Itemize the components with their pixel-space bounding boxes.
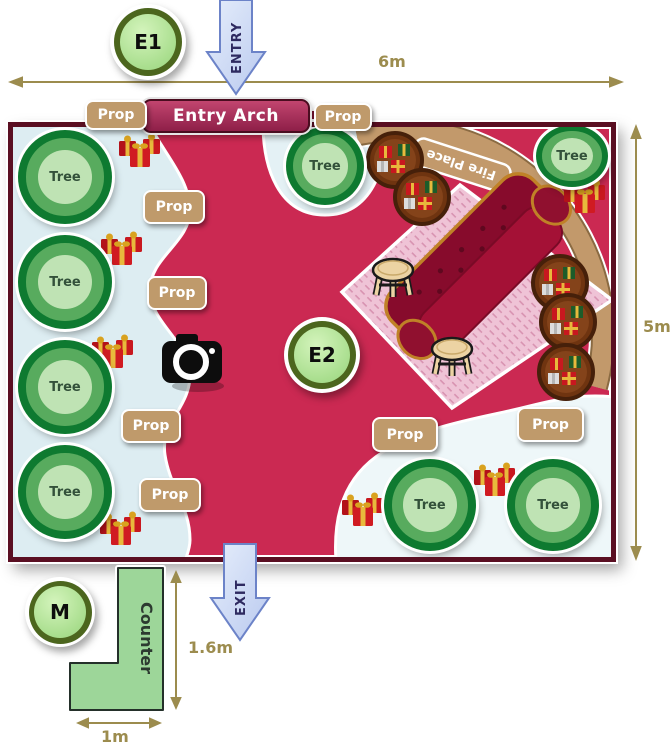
floor-area: Fire Place <box>8 122 616 562</box>
prop-label: Prop <box>132 418 170 434</box>
stool <box>432 338 472 376</box>
prop-chip: Prop <box>147 276 207 310</box>
tree-label: Tree <box>49 379 81 395</box>
floor-width-label: 6m <box>378 52 406 71</box>
tree-core: Tree <box>37 254 93 310</box>
badge-face: E2 <box>293 326 351 384</box>
prop-label: Prop <box>97 107 135 123</box>
counter-height-label: 1.6m <box>188 638 234 657</box>
entry-marker-badge: E1 <box>110 4 186 80</box>
gift-table <box>537 343 595 401</box>
tree-core: Tree <box>551 138 593 174</box>
prop-chip: Prop <box>314 103 372 131</box>
tree: Tree <box>18 445 112 539</box>
counter: Counter <box>67 565 166 713</box>
tree: Tree <box>384 459 476 551</box>
badge-label: E1 <box>134 30 162 54</box>
gift-table <box>393 168 451 226</box>
tree-label: Tree <box>49 484 81 500</box>
tree: Tree <box>18 235 112 329</box>
tree-core: Tree <box>37 464 93 520</box>
entry-arrow-label: ENTRY <box>230 22 245 74</box>
tree-core: Tree <box>37 149 93 205</box>
center-marker-badge: E2 <box>284 317 360 393</box>
prop-label: Prop <box>324 109 362 125</box>
counter-label: Counter <box>137 602 156 674</box>
counter-marker-badge: M <box>25 577 95 647</box>
tree-label: Tree <box>414 497 446 513</box>
width-dimension-line <box>8 76 624 88</box>
tree: Tree <box>286 127 364 205</box>
tree-label: Tree <box>49 274 81 290</box>
tree: Tree <box>18 130 112 224</box>
exit-arrow-label: EXIT <box>234 579 249 616</box>
tree-label: Tree <box>556 148 588 164</box>
tree: Tree <box>18 340 112 434</box>
tree-label: Tree <box>49 169 81 185</box>
prop-label: Prop <box>532 416 569 433</box>
badge-label: M <box>50 600 70 624</box>
tree-core: Tree <box>37 359 93 415</box>
prop-chip: Prop <box>121 409 181 443</box>
prop-label: Prop <box>158 285 196 301</box>
sofa <box>384 172 573 361</box>
prop-label: Prop <box>155 199 193 215</box>
prop-label: Prop <box>386 426 424 443</box>
camera-icon <box>162 334 224 392</box>
arch-connector <box>308 111 318 119</box>
gift-table <box>539 293 597 351</box>
badge-face: E1 <box>119 13 177 71</box>
counter-width-label: 1m <box>101 727 129 746</box>
tree: Tree <box>507 459 599 551</box>
tree-core: Tree <box>526 478 580 532</box>
badge-face: M <box>34 586 86 638</box>
tree-label: Tree <box>537 497 569 513</box>
exit-arrow: EXIT <box>209 543 271 642</box>
floor-height-label: 5m <box>643 317 671 336</box>
badge-label: E2 <box>308 343 336 367</box>
prop-chip: Prop <box>517 407 584 442</box>
entry-arch: Entry Arch <box>142 99 310 133</box>
tree-core: Tree <box>403 478 457 532</box>
prop-chip: Prop <box>85 100 147 130</box>
entry-arch-label: Entry Arch <box>173 106 279 126</box>
height-dimension-line <box>630 124 642 561</box>
stool <box>373 259 413 297</box>
prop-chip: Prop <box>143 190 205 224</box>
entry-arrow: ENTRY <box>205 0 267 96</box>
tree: Tree <box>536 127 608 187</box>
prop-chip: Prop <box>139 478 201 512</box>
prop-label: Prop <box>151 487 189 503</box>
tree-core: Tree <box>302 143 348 189</box>
tree-label: Tree <box>309 158 341 174</box>
prop-chip: Prop <box>372 417 438 452</box>
